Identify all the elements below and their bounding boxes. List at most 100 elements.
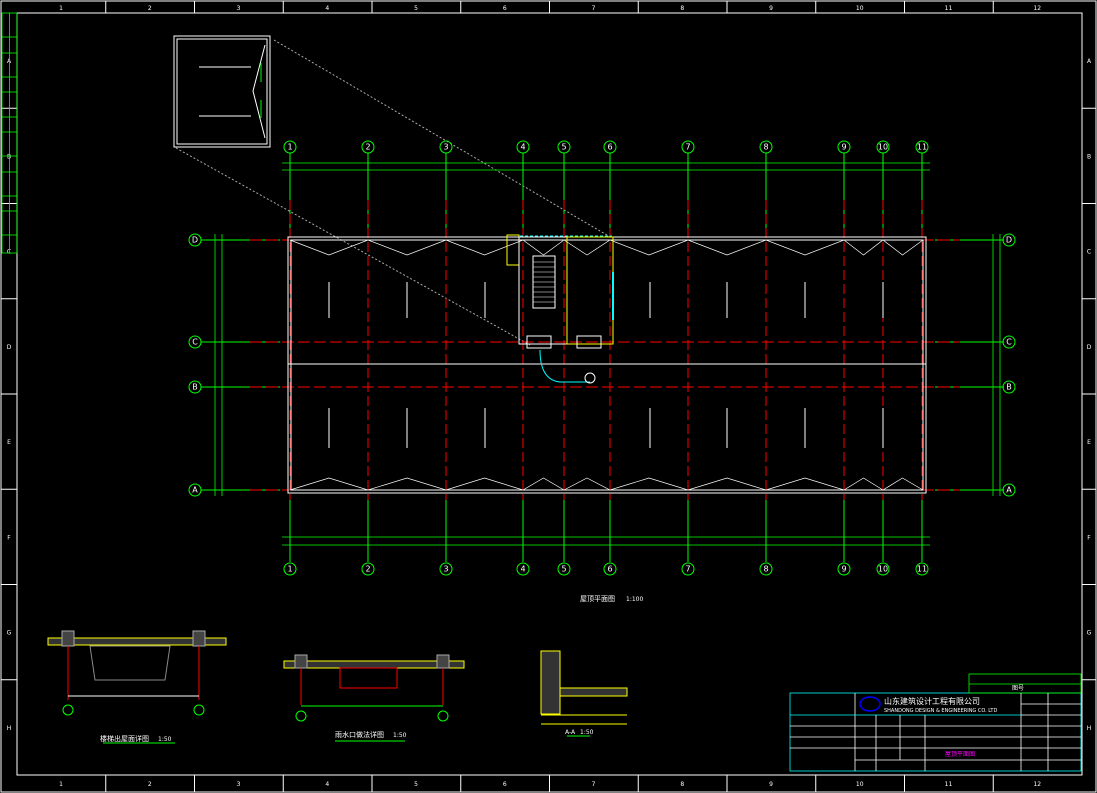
grid-column-label: 9 bbox=[841, 565, 846, 574]
grid-bubble bbox=[516, 562, 530, 576]
border-column-label: 9 bbox=[769, 781, 773, 788]
grid-bubble bbox=[188, 483, 202, 497]
border-column-label: 1 bbox=[59, 5, 63, 12]
grid-column-label: 7 bbox=[685, 565, 690, 574]
grid-bubble bbox=[876, 140, 890, 154]
grid-bubble bbox=[681, 140, 695, 154]
grid-column-label: 8 bbox=[763, 565, 768, 574]
roof-detail-inset bbox=[173, 35, 613, 346]
grid-column-label: 4 bbox=[520, 143, 525, 152]
plan-scale: 1:100 bbox=[626, 596, 643, 603]
company-logo-icon bbox=[859, 696, 881, 712]
grid-column-label: 5 bbox=[561, 143, 566, 152]
grid-bubble bbox=[557, 562, 571, 576]
parapet-outer bbox=[287, 236, 927, 494]
grid-bubble bbox=[915, 140, 929, 154]
grid-bubble bbox=[603, 562, 617, 576]
grid-bubble bbox=[759, 140, 773, 154]
parapet-inner bbox=[290, 239, 924, 491]
border-column-label: 11 bbox=[945, 781, 953, 788]
grid-bubble bbox=[603, 140, 617, 154]
border-row-label: D bbox=[1087, 344, 1092, 351]
grid-bubble bbox=[188, 233, 202, 247]
border-column-label: 8 bbox=[680, 781, 684, 788]
border-column-label: 3 bbox=[237, 5, 241, 12]
border-column-label: 10 bbox=[856, 781, 864, 788]
border-column-label: 2 bbox=[148, 781, 152, 788]
border-row-label: C bbox=[7, 249, 11, 256]
grid-column-label: 3 bbox=[443, 143, 448, 152]
border-row-label: H bbox=[7, 725, 12, 732]
border-column-label: 11 bbox=[945, 5, 953, 12]
border-column-label: 12 bbox=[1033, 5, 1041, 12]
border-column-label: 2 bbox=[148, 5, 152, 12]
grid-bubble bbox=[557, 140, 571, 154]
border-row-label: G bbox=[1087, 630, 1092, 637]
grid-column-label: 1 bbox=[287, 565, 292, 574]
grid-bubble bbox=[283, 140, 297, 154]
section-a-a-detail bbox=[540, 650, 628, 737]
grid-column-label: 4 bbox=[520, 565, 525, 574]
border-column-label: 6 bbox=[503, 781, 507, 788]
border-column-label: 10 bbox=[856, 5, 864, 12]
grid-bubble bbox=[915, 562, 929, 576]
border-column-label: 5 bbox=[414, 781, 418, 788]
border-row-label: G bbox=[7, 630, 12, 637]
border-row-label: E bbox=[7, 439, 11, 446]
border-column-label: 4 bbox=[325, 781, 329, 788]
grid-bubble bbox=[759, 562, 773, 576]
grid-column-label: 11 bbox=[917, 565, 927, 574]
border-column-label: 4 bbox=[325, 5, 329, 12]
border-column-label: 9 bbox=[769, 5, 773, 12]
grid-column-label: 10 bbox=[878, 565, 888, 574]
border-column-label: 6 bbox=[503, 5, 507, 12]
section-title: A-A bbox=[565, 729, 576, 736]
grid-column-label: 10 bbox=[878, 143, 888, 152]
grid-column-label: 2 bbox=[365, 143, 370, 152]
grid-bubble bbox=[361, 140, 375, 154]
border-column-label: 1 bbox=[59, 781, 63, 788]
gutter-slope-line bbox=[289, 239, 924, 256]
border-row-label: B bbox=[7, 153, 11, 160]
stair-core bbox=[506, 234, 614, 384]
border-row-label: B bbox=[1087, 153, 1091, 160]
detail1-scale: 1:50 bbox=[158, 736, 172, 743]
border-row-label: E bbox=[1087, 439, 1091, 446]
title-block bbox=[789, 673, 1082, 772]
grid-row-label: C bbox=[192, 338, 198, 347]
grid-bubble bbox=[361, 562, 375, 576]
title-header-label: 图号 bbox=[1012, 685, 1024, 692]
company-name: 山东建筑设计工程有限公司 bbox=[884, 696, 980, 706]
detail1-title: 楼梯出屋面详图 bbox=[100, 734, 149, 743]
grid-column-label: 8 bbox=[763, 143, 768, 152]
border-row-label: C bbox=[1087, 249, 1091, 256]
grid-row-label: D bbox=[1006, 236, 1012, 245]
gutter-slope-line bbox=[289, 477, 924, 491]
company-name-en: SHANDONG DESIGN & ENGINEERING CO. LTD bbox=[884, 708, 997, 714]
grid-row-label: B bbox=[192, 383, 198, 392]
grid-bubble bbox=[439, 140, 453, 154]
rain-outlet-detail bbox=[283, 654, 465, 742]
binding-strip bbox=[1, 12, 18, 254]
border-row-label: A bbox=[1087, 58, 1092, 65]
border-column-label: 12 bbox=[1033, 781, 1041, 788]
grid-row-label: A bbox=[1006, 486, 1012, 495]
grid-bubble bbox=[188, 380, 202, 394]
grid-bubble bbox=[283, 562, 297, 576]
grid-bubble bbox=[516, 140, 530, 154]
border-row-label: F bbox=[1087, 534, 1091, 541]
grid-bubble bbox=[837, 562, 851, 576]
grid-row-label: C bbox=[1006, 338, 1012, 347]
drawing-name: 屋顶平面图 bbox=[945, 751, 975, 758]
grid-bubble bbox=[837, 140, 851, 154]
border-column-label: 7 bbox=[592, 781, 596, 788]
grid-column-label: 9 bbox=[841, 143, 846, 152]
grid-bubble bbox=[1002, 335, 1016, 349]
section-scale: 1:50 bbox=[580, 729, 594, 736]
grid-bubble bbox=[188, 335, 202, 349]
grid-column-label: 5 bbox=[561, 565, 566, 574]
plan-title: 屋顶平面图 bbox=[580, 595, 615, 603]
